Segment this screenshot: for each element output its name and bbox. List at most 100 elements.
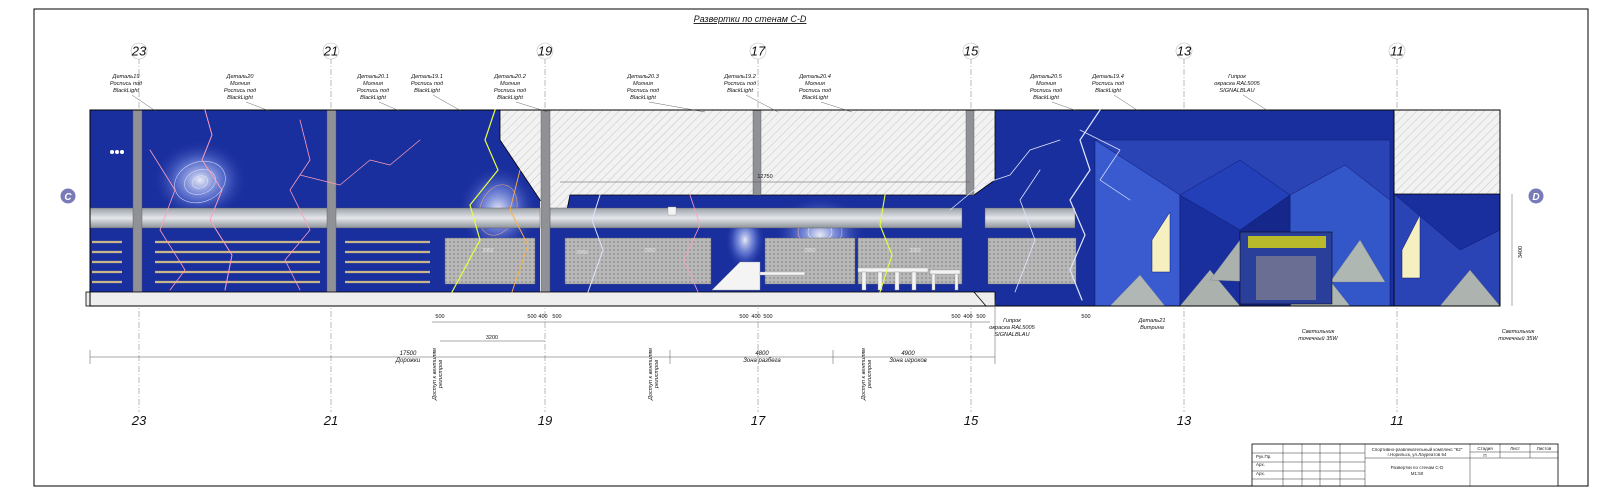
inner-height: 2950 [804, 248, 815, 254]
callout-line: Роспись под [110, 81, 142, 87]
callout-line: Гипрок [1228, 74, 1246, 80]
callout-leader [131, 94, 158, 113]
callout-leader [820, 101, 853, 113]
callout-line: Деталь20 [226, 74, 255, 80]
callout-line: Молния [363, 81, 383, 87]
callout-line: Молния [1036, 81, 1056, 87]
callout-line: Роспись под [411, 81, 443, 87]
callout-line: Деталь20.2 [493, 74, 527, 80]
dotted-panels [444, 237, 1077, 285]
vitrine-screen [1248, 236, 1326, 248]
callout-line: Роспись под [494, 88, 526, 94]
bottom-callout-line: SIGNALBLAU [994, 332, 1030, 338]
axis-label-top: 21 [323, 44, 338, 59]
dim-top-span: 12750 [757, 174, 772, 180]
axis-label-bottom: 17 [751, 413, 766, 428]
vertical-note: регистров [654, 360, 660, 389]
callout-line: Роспись под [724, 81, 756, 87]
zone-label: Дорожки [395, 358, 421, 364]
bottom-callout-line: Светильник [1502, 329, 1535, 335]
callout-leader [1113, 94, 1141, 113]
callout-line: BlackLight [1033, 95, 1059, 101]
title-block-row-3: Арх. [1256, 471, 1265, 476]
callout-line: Роспись под [627, 88, 659, 94]
bottom-callout-line: Светильник [1302, 329, 1335, 335]
callout-line: Роспись под [224, 88, 256, 94]
inner-height: 2950 [909, 248, 920, 254]
vertical-note: Доступ к вентилям [861, 348, 867, 401]
inner-height: 2950 [576, 250, 587, 256]
callout-line: BlackLight [630, 95, 656, 101]
callout-line: Молния [230, 81, 250, 87]
ceiling-hatch-right [1393, 109, 1501, 195]
axis-bubble-top [536, 42, 554, 60]
callout-leader [1242, 94, 1271, 113]
callout-line: Роспись под [357, 88, 389, 94]
furniture [667, 206, 961, 291]
zone-label: Зона игроков [889, 358, 927, 364]
vortex-mural-1 [152, 140, 248, 220]
axis-bubble-top [749, 42, 767, 60]
inner-height: 2950 [482, 248, 493, 254]
dimension-lines [89, 181, 1513, 364]
steel-rail-left [89, 207, 541, 229]
axis-label-top: 19 [538, 44, 552, 59]
zone-value: 4900 [901, 351, 915, 357]
axis-bubble-top [1175, 42, 1193, 60]
axis-label-top: 17 [751, 44, 766, 59]
callout-line: BlackLight [113, 88, 139, 94]
callout-line: Деталь19 [112, 74, 140, 80]
inner-height: 2950 [644, 248, 655, 254]
callout-line: SIGNALBLAU [1219, 88, 1255, 94]
small-dimension: 500 [951, 314, 960, 320]
callout-line: Молния [805, 81, 825, 87]
axis-label-bottom: 19 [538, 413, 552, 428]
axis-label-bottom: 15 [964, 413, 979, 428]
small-dimension: 400 [538, 314, 547, 320]
vitrine-figures [1256, 256, 1316, 300]
wall-lamps [110, 150, 124, 154]
small-dimension: 500 [739, 314, 748, 320]
callout-line: Деталь19.4 [1091, 74, 1124, 80]
zone-value: 4800 [755, 351, 769, 357]
vertical-note: регистров [867, 360, 873, 389]
outer-frame [33, 8, 1589, 487]
axis-label-bottom: 11 [1390, 413, 1404, 428]
callout-line: BlackLight [414, 88, 440, 94]
axis-bubble-top [322, 42, 340, 60]
title-block-project-1: Спортивно-развлекательный комплекс "К2" [1372, 446, 1463, 452]
svg-text:C: C [64, 192, 72, 203]
callout-line: Роспись под [1092, 81, 1124, 87]
callout-leader [515, 101, 549, 113]
bottom-callout-line: точечный 35W [1298, 335, 1338, 342]
small-dimension: 500 [976, 314, 985, 320]
callout-leader [245, 101, 273, 113]
callout-leader [378, 101, 403, 113]
axis-label-bottom: 21 [323, 413, 338, 428]
axis-bubble-top [1388, 42, 1406, 60]
callout-line: Деталь20.4 [798, 74, 831, 80]
bottom-callout-line: Витрина [1140, 325, 1164, 331]
small-dimension: 500 [435, 314, 444, 320]
title-block-project-2: г.Норильск, ул.Лауреатов 64 [1387, 452, 1446, 457]
title-block-sheet-2: М1:50 [1411, 471, 1424, 476]
axis-label-top: 15 [964, 44, 979, 59]
title-block-header-sheets: Листов [1537, 446, 1552, 451]
title-block-row-2: Арх. [1256, 462, 1265, 467]
callout-leader [1051, 101, 1081, 113]
